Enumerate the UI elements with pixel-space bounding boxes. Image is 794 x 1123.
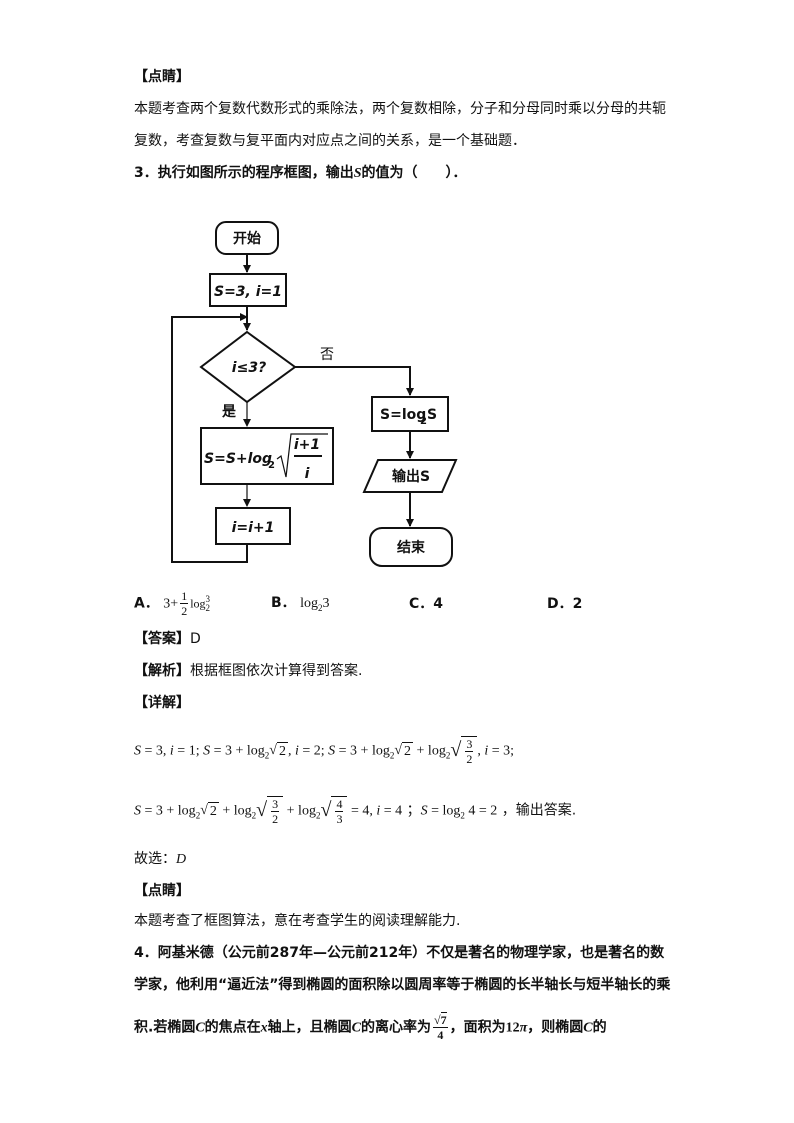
flow-final-s-arg: S [427, 407, 437, 423]
detail-math-line1: S = 3, i = 1; S = 3 + log2√2, i = 2; S =… [134, 736, 514, 766]
flow-output-label: 输出S [392, 468, 430, 485]
choice-b-log: log [300, 596, 319, 611]
choice-b-label: B． [271, 595, 296, 611]
q4-area: 12 [505, 1020, 520, 1036]
q4-ecc-num: 7 [440, 1012, 447, 1027]
conclusion-line: 故选：D [134, 848, 186, 868]
analysis-line: 【解析】根据框图依次计算得到答案. [134, 660, 362, 680]
flow-update-s-prefix: S=S+log [204, 451, 272, 467]
answer-value: D [190, 631, 201, 647]
q4-text-g: 的 [592, 1019, 607, 1036]
choice-d-label: D． [547, 596, 573, 612]
q4-text-a: 积.若椭圆 [134, 1019, 196, 1036]
q4-pi: π [519, 1020, 528, 1036]
choice-a-int: 3+ [163, 596, 179, 612]
dianjing-text-2: 本题考查了框图算法，意在考查学生的阅读理解能力. [134, 913, 461, 929]
choice-a-num: 1 [180, 589, 189, 604]
q4-text-d: 的离心率为 [361, 1019, 432, 1036]
flowchart: 开始 S=3, i=1 i≤3? 否 是 S=S+log 2 i+1 i i=i… [171, 221, 458, 567]
choice-d: D．2 [547, 593, 582, 613]
flow-end-label: 结束 [397, 539, 426, 556]
question3-stem: 3．执行如图所示的程序框图，输出S的值为（ ）． [134, 162, 467, 182]
analysis-label: 【解析】 [134, 663, 190, 679]
flow-output-parallelogram [362, 459, 458, 493]
dianjing-heading-2: 【点睛】 [134, 883, 190, 899]
dianjing-text-line2: 复数，考查复数与复平面内对应点之间的关系，是一个基础题． [134, 133, 526, 149]
conclusion-prefix: 故选： [134, 851, 176, 867]
flow-yes-label: 是 [222, 404, 237, 420]
question4-line2: 学家，他利用“逼近法”得到椭圆的面积除以圆周率等于椭圆的长半轴长与短半轴长的乘 [134, 977, 671, 993]
answer-label: 【答案】 [134, 631, 190, 647]
choice-a-den: 2 [181, 604, 188, 618]
choice-b: B． log23 [271, 592, 330, 613]
q4-text-b: 的焦点在 [204, 1019, 261, 1036]
q4-ecc-den: 4 [437, 1028, 444, 1042]
q4-x-axis: x [260, 1020, 268, 1036]
flow-update-s-num: i+1 [294, 437, 320, 453]
choice-a-sub: 2 [205, 602, 211, 613]
q4-text-f: ，则椭圆 [527, 1019, 584, 1036]
flow-radical-sign [276, 433, 328, 478]
choice-c-label: C． [409, 596, 434, 612]
choice-b-sub: 2 [318, 602, 323, 613]
question4-line1: 4．阿基米德（公元前287年—公元前212年）不仅是著名的物理学家，也是著名的数 [134, 945, 665, 961]
conclusion-answer: D [176, 852, 187, 867]
dianjing-heading-1: 【点睛】 [134, 69, 190, 85]
flow-final-s-label: S=log [380, 407, 426, 423]
q4-text-c: 轴上，且椭圆 [267, 1019, 352, 1036]
answer-line: 【答案】D [134, 628, 201, 648]
choice-a-label: A． [134, 595, 159, 612]
flow-update-s-den: i [305, 466, 310, 482]
flow-init-label: S=3, i=1 [214, 284, 282, 300]
analysis-text: 根据框图依次计算得到答案. [190, 663, 363, 679]
flow-update-i-label: i=i+1 [232, 520, 275, 536]
flow-update-s-box [200, 427, 334, 485]
q4-text-e: ，面积为 [449, 1019, 506, 1036]
flow-final-s-base: 2 [420, 416, 427, 427]
flow-update-i-box [215, 507, 291, 545]
choice-b-arg: 3 [322, 596, 330, 611]
choice-a-sup: 3 [205, 593, 211, 604]
question3-stem-a: 3．执行如图所示的程序框图，输出 [134, 165, 354, 181]
choice-a-log: log [190, 596, 206, 611]
detail-label: 【详解】 [134, 695, 190, 711]
question3-stem-var: S [353, 166, 362, 181]
flow-no-line [295, 366, 414, 396]
q4-ellipse-c3: C [583, 1020, 593, 1036]
choice-c-value: 4 [433, 596, 444, 612]
flow-update-s-base: 2 [268, 460, 275, 471]
dianjing-text-line1: 本题考查两个复数代数形式的乘除法，两个复数相除，分子和分母同时乘以分母的共轭 [134, 101, 666, 117]
question3-stem-b: 的值为（ ）． [361, 165, 467, 181]
flow-loop-line [171, 313, 248, 563]
q4-ellipse-c2: C [351, 1020, 362, 1036]
choice-d-value: 2 [572, 596, 583, 612]
flow-no-label: 否 [320, 347, 334, 363]
choice-c: C．4 [409, 593, 443, 613]
flow-condition-label: i≤3? [232, 360, 266, 376]
flow-start-label: 开始 [233, 230, 261, 247]
flow-end-box [369, 527, 453, 567]
q4-ellipse-c1: C [195, 1020, 205, 1036]
